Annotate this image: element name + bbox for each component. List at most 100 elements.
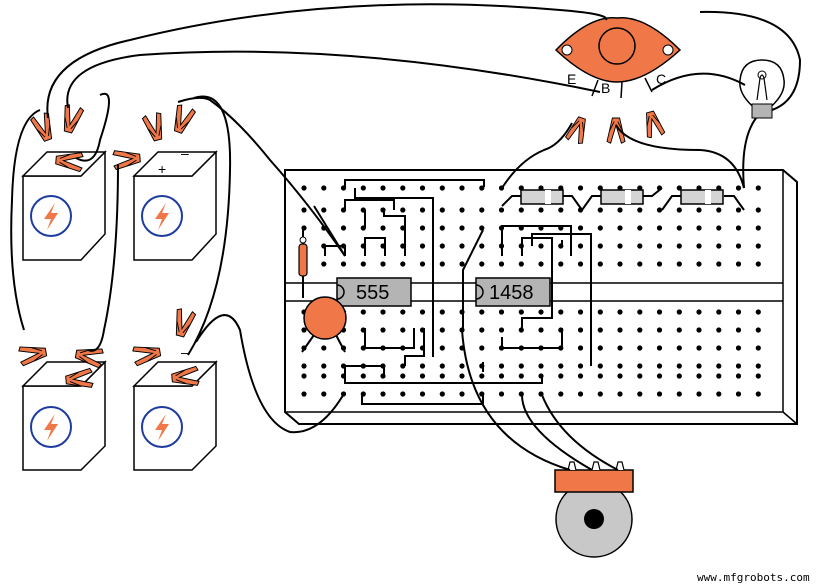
breadboard-hole (301, 185, 307, 191)
breadboard-hole (479, 327, 485, 333)
breadboard-hole (735, 345, 742, 351)
breadboard-hole (301, 207, 307, 213)
breadboard-hole (676, 225, 682, 231)
breadboard-hole (735, 185, 742, 191)
breadboard-hole (637, 261, 643, 267)
battery-top-right-plus: + (158, 161, 166, 177)
breadboard-hole (400, 391, 406, 397)
breadboard-hole (321, 207, 327, 213)
breadboard-hole (577, 261, 584, 267)
breadboard-hole (419, 225, 426, 231)
breadboard-hole (617, 373, 623, 379)
breadboard-hole (479, 345, 485, 351)
breadboard-hole (637, 391, 643, 397)
breadboard-hole (696, 261, 702, 267)
breadboard-hole (479, 373, 485, 379)
lamp-bulb (739, 59, 785, 119)
breadboard-hole (459, 207, 465, 213)
breadboard-hole (617, 391, 623, 397)
breadboard-hole (301, 327, 307, 333)
collector-label: C (656, 71, 666, 87)
battery-top-right-minus: – (181, 145, 189, 161)
potentiometer (554, 461, 634, 558)
breadboard-hole (419, 185, 426, 191)
breadboard-hole (439, 207, 445, 213)
breadboard-hole (716, 391, 722, 397)
breadboard-hole (498, 373, 505, 379)
breadboard-hole (498, 261, 505, 267)
resistor-vertical (298, 228, 308, 298)
breadboard-hole (597, 363, 603, 369)
breadboard-hole (735, 309, 742, 315)
breadboard-hole (459, 243, 465, 249)
battery-bottom-right: – (132, 344, 218, 471)
breadboard-hole (755, 261, 761, 267)
breadboard-hole (538, 243, 544, 249)
breadboard-hole (676, 207, 682, 213)
breadboard-hole (321, 345, 327, 351)
breadboard-hole (656, 225, 663, 231)
breadboard-hole (459, 261, 465, 267)
breadboard-hole (676, 391, 682, 397)
breadboard-hole (676, 261, 682, 267)
breadboard-hole (558, 261, 564, 267)
breadboard-hole (439, 363, 445, 369)
breadboard-hole (637, 363, 643, 369)
breadboard-hole (735, 243, 742, 249)
breadboard-hole (755, 185, 761, 191)
breadboard-hole (459, 373, 465, 379)
breadboard-hole (321, 185, 327, 191)
breadboard-hole (479, 225, 485, 231)
ic-1458-label: 1458 (489, 282, 534, 304)
breadboard-hole (755, 363, 761, 369)
breadboard-hole (577, 185, 584, 191)
breadboard-hole (577, 309, 584, 315)
breadboard-hole (419, 309, 426, 315)
breadboard-hole (735, 363, 742, 369)
board-wires (313, 179, 745, 405)
breadboard-hole (360, 261, 366, 267)
breadboard-hole (498, 363, 505, 369)
breadboard-hole (656, 261, 663, 267)
breadboard-hole (656, 391, 663, 397)
breadboard-hole (676, 243, 682, 249)
breadboard-hole (439, 373, 445, 379)
breadboard-hole (321, 373, 327, 379)
breadboard-hole (380, 391, 386, 397)
breadboard-hole (696, 243, 702, 249)
breadboard-hole (617, 363, 623, 369)
breadboard-hole (716, 225, 722, 231)
breadboard-hole (538, 261, 544, 267)
breadboard-hole (479, 207, 485, 213)
breadboard-hole (498, 391, 505, 397)
breadboard-hole (637, 345, 643, 351)
breadboard-hole (755, 309, 761, 315)
breadboard-hole (538, 207, 544, 213)
breadboard-hole (479, 261, 485, 267)
breadboard-hole (419, 373, 426, 379)
breadboard-hole (735, 373, 742, 379)
breadboard-hole (479, 309, 485, 315)
breadboard-hole (321, 391, 327, 397)
breadboard-hole (558, 309, 564, 315)
breadboard-hole (716, 243, 722, 249)
breadboard-hole (637, 225, 643, 231)
breadboard-hole (577, 391, 584, 397)
battery-top-right: – + (132, 145, 218, 261)
breadboard-hole (577, 327, 584, 333)
breadboard-hole (597, 391, 603, 397)
breadboard-hole (498, 327, 505, 333)
breadboard-hole (538, 363, 544, 369)
breadboard-hole (400, 309, 406, 315)
breadboard-hole (696, 373, 702, 379)
emitter-label: E (567, 71, 576, 87)
breadboard-hole (676, 373, 682, 379)
breadboard-hole (696, 207, 702, 213)
breadboard-hole (518, 309, 524, 315)
breadboard-hole (518, 207, 524, 213)
battery-top-left-minus: – (70, 145, 78, 161)
breadboard-hole (755, 207, 761, 213)
breadboard-hole (696, 363, 702, 369)
breadboard-hole (597, 327, 603, 333)
